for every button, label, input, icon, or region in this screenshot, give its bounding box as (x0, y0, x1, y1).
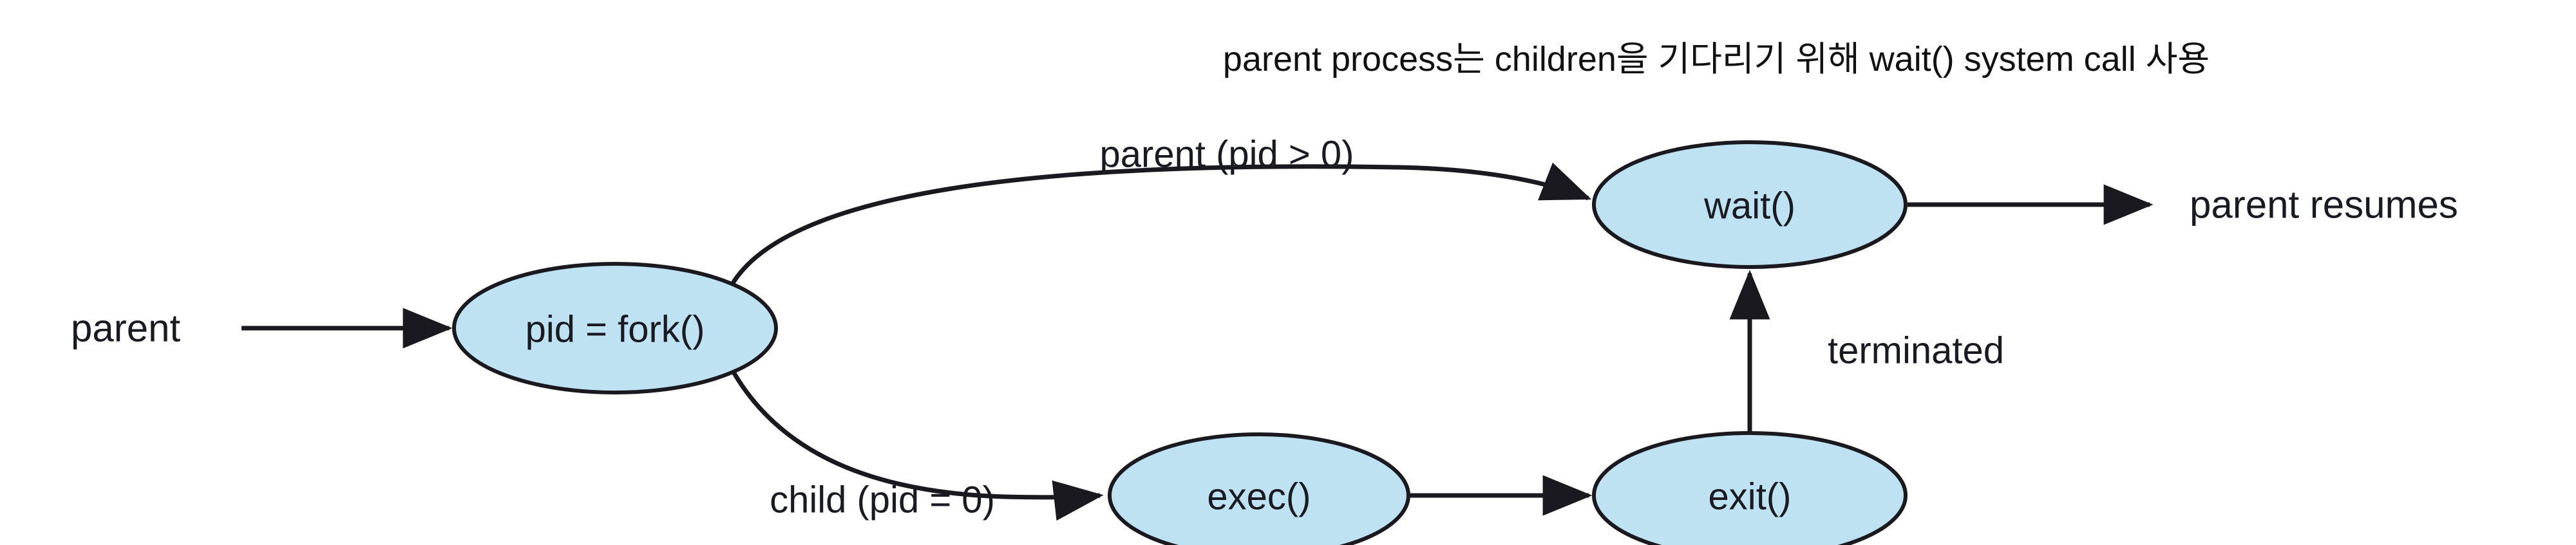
edge-label-parent-branch: parent (pid > 0) (1100, 134, 1354, 176)
node-exit-ellipse (1592, 431, 1908, 545)
edge-fork-to-exec (732, 372, 1104, 521)
page-title: parent process는 children을 기다리기 위해 wait()… (1223, 40, 2210, 79)
node-fork[interactable]: pid = fork() (452, 262, 778, 394)
label-parent-resumes: parent resumes (2190, 183, 2458, 226)
edge-fork-to-wait (731, 162, 1592, 284)
node-wait-label: wait() (1703, 185, 1795, 227)
node-exec-ellipse (1108, 432, 1410, 545)
node-exit[interactable]: exit() (1592, 431, 1908, 545)
node-exit-label: exit() (1709, 476, 1792, 518)
edge-label-terminated: terminated (1828, 330, 2004, 372)
node-fork-label: pid = fork() (526, 309, 705, 351)
node-fork-ellipse (452, 262, 778, 394)
label-parent-entry: parent (71, 307, 180, 350)
node-exec[interactable]: exec() (1108, 432, 1410, 545)
edge-label-child-branch: child (pid = 0) (770, 479, 995, 521)
node-exec-label: exec() (1207, 476, 1311, 518)
node-wait-ellipse (1592, 140, 1908, 269)
node-wait[interactable]: wait() (1592, 140, 1908, 269)
